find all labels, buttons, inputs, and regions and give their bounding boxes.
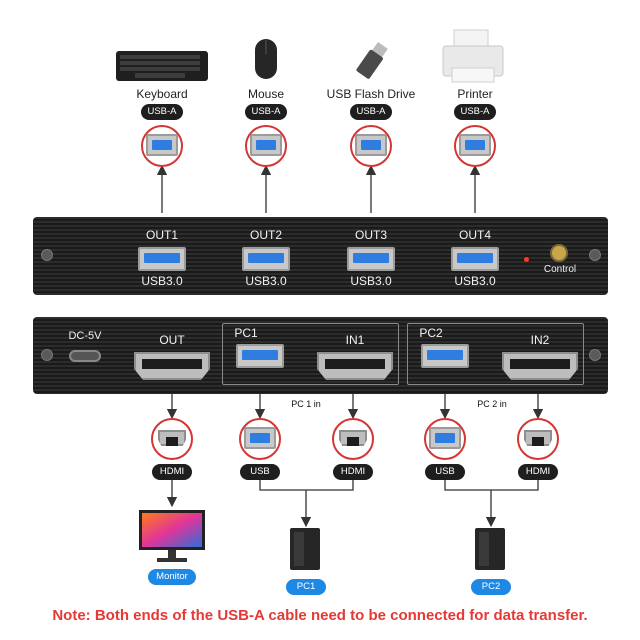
usb-connector-circle [350, 125, 392, 167]
control-jack-icon [550, 244, 568, 262]
port-spec-out3: USB3.0 [331, 274, 411, 288]
usb-connector-circle [424, 418, 466, 460]
usb-connector-circle [245, 125, 287, 167]
screw-icon [589, 249, 601, 261]
usb-a-badge: USB-A [141, 104, 183, 120]
screw-icon [41, 249, 53, 261]
mouse-icon [253, 38, 279, 82]
in1-label: IN1 [315, 333, 395, 347]
monitor-badge: Monitor [148, 569, 196, 585]
device-label-keyboard: Keyboard [107, 87, 217, 101]
usb-port-out4 [451, 247, 499, 271]
port-spec-out4: USB3.0 [435, 274, 515, 288]
usb-port-out2 [242, 247, 290, 271]
screw-icon [589, 349, 601, 361]
hdmi-port-out [134, 352, 210, 380]
usb-connector-circle [454, 125, 496, 167]
pc2-badge: PC2 [471, 579, 511, 595]
hdmi-badge: HDMI [333, 464, 373, 480]
port-spec-out1: USB3.0 [122, 274, 202, 288]
usb-a-badge: USB-A [454, 104, 496, 120]
usb-port-out3 [347, 247, 395, 271]
pc1-in-label: PC 1 in [282, 399, 330, 409]
led-indicator [524, 257, 529, 262]
hdmi-badge: HDMI [518, 464, 558, 480]
usb-connector-circle [141, 125, 183, 167]
device-label-mouse: Mouse [211, 87, 321, 101]
hdmi-badge: HDMI [152, 464, 192, 480]
usb-a-badge: USB-A [245, 104, 287, 120]
usb-connector-circle [239, 418, 281, 460]
hdmi-port-in1 [317, 352, 393, 380]
device-label-flash-drive: USB Flash Drive [316, 87, 426, 101]
flash-drive-icon [355, 40, 389, 82]
hdmi-port-in2 [502, 352, 578, 380]
pc2-label: PC2 [411, 326, 451, 340]
port-label-out3: OUT3 [331, 228, 411, 242]
usb-port-pc1 [236, 344, 284, 368]
pc2-in-label: PC 2 in [468, 399, 516, 409]
rear-panel: DC-5V OUT PC1 IN1 PC2 IN2 [33, 317, 608, 394]
usb-badge: USB [240, 464, 280, 480]
front-panel: OUT1 OUT2 OUT3 OUT4 USB3.0 USB3.0 USB3.0… [33, 217, 608, 295]
port-spec-out2: USB3.0 [226, 274, 306, 288]
printer-icon [440, 28, 506, 86]
hdmi-connector-circle [151, 418, 193, 460]
in2-label: IN2 [500, 333, 580, 347]
hdmi-connector-circle [517, 418, 559, 460]
control-label: Control [520, 264, 600, 275]
device-label-printer: Printer [420, 87, 530, 101]
pc1-label: PC1 [226, 326, 266, 340]
port-label-out1: OUT1 [122, 228, 202, 242]
power-label: DC-5V [55, 330, 115, 342]
screw-icon [41, 349, 53, 361]
hdmi-connector-circle [332, 418, 374, 460]
port-label-out2: OUT2 [226, 228, 306, 242]
usb-a-badge: USB-A [350, 104, 392, 120]
pc1-badge: PC1 [286, 579, 326, 595]
usb-badge: USB [425, 464, 465, 480]
out-label: OUT [132, 333, 212, 347]
usb-port-out1 [138, 247, 186, 271]
port-label-out4: OUT4 [435, 228, 515, 242]
data-transfer-note: Note: Both ends of the USB-A cable need … [0, 607, 640, 624]
usb-c-port [69, 350, 101, 362]
pc-tower-icon [473, 526, 509, 572]
keyboard-icon [115, 45, 210, 83]
usb-port-pc2 [421, 344, 469, 368]
monitor-icon [137, 508, 207, 566]
pc-tower-icon [288, 526, 324, 572]
